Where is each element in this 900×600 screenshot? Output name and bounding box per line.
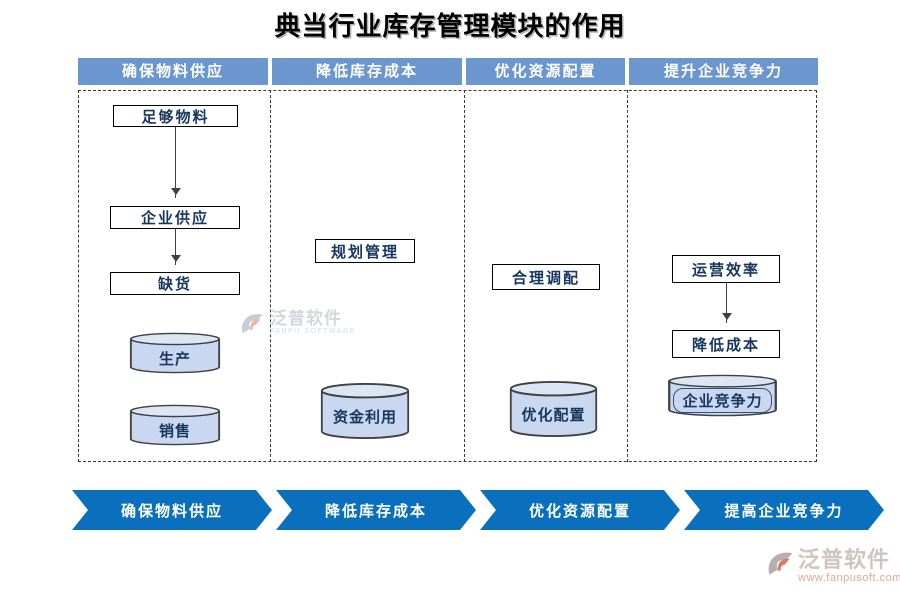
chevron-reduce-cost: 降低库存成本 xyxy=(276,490,476,530)
cylinder-label: 资金利用 xyxy=(332,408,397,426)
column-divider xyxy=(627,90,628,462)
cylinder-label: 生产 xyxy=(158,350,191,368)
flow-box-operating-efficiency: 运营效率 xyxy=(672,255,780,283)
cylinder-label: 优化配置 xyxy=(521,406,586,424)
column-divider xyxy=(464,90,465,462)
flow-box-enterprise-supply: 企业供应 xyxy=(110,206,240,229)
cylinder-capital-use: 资金利用 xyxy=(320,382,410,440)
watermark-name: 泛普软件 xyxy=(270,309,342,328)
cylinder-competitiveness: 企业竞争力 xyxy=(667,374,778,417)
fanpu-logo-icon xyxy=(242,314,263,334)
flow-box-shortage: 缺货 xyxy=(110,272,240,295)
column-header-competitiveness: 提升企业竞争力 xyxy=(629,58,818,85)
flow-box-planning: 规划管理 xyxy=(315,239,415,263)
cylinder-shape xyxy=(509,380,598,438)
down-arrow xyxy=(170,229,181,265)
chevron-optimize-resources: 优化资源配置 xyxy=(480,490,680,530)
fanpu-logo-icon xyxy=(768,552,793,575)
column-header-optimize-resources: 优化资源配置 xyxy=(466,58,625,85)
chevron-improve-competitiveness: 提高企业竞争力 xyxy=(684,490,884,530)
column-header-reduce-cost: 降低库存成本 xyxy=(272,58,462,85)
cylinder-shape xyxy=(668,374,777,417)
chevron-ensure-supply: 确保物料供应 xyxy=(72,490,272,530)
flow-box-allocation: 合理调配 xyxy=(492,264,600,290)
watermark-subtitle: FANPU SOFTWARE xyxy=(270,328,356,335)
column-header-ensure-supply: 确保物料供应 xyxy=(78,58,268,85)
cylinder-shape xyxy=(129,404,221,446)
logo-url: www.fanpusoft.com xyxy=(798,572,900,584)
flow-box-lower-cost: 降低成本 xyxy=(672,330,780,358)
dashed-frame xyxy=(78,90,817,462)
logo-name: 泛普软件 xyxy=(798,547,891,572)
cylinder-label: 企业竞争力 xyxy=(667,384,778,417)
watermark: 泛普软件 FANPU SOFTWARE xyxy=(238,310,356,338)
page-title: 典当行业库存管理模块的作用 xyxy=(274,12,626,41)
fanpu-logo: 泛普软件 www.fanpusoft.com xyxy=(764,548,900,584)
cylinder-shape xyxy=(320,382,410,440)
cylinder-shape xyxy=(129,332,221,374)
column-divider xyxy=(270,90,271,462)
down-arrow xyxy=(170,127,181,198)
cylinder-label: 销售 xyxy=(158,422,191,440)
down-arrow xyxy=(721,283,732,323)
cylinder-production: 生产 xyxy=(129,332,221,374)
cylinder-sales: 销售 xyxy=(129,404,221,446)
cylinder-optimized-config: 优化配置 xyxy=(509,380,598,438)
flow-box-enough-material: 足够物料 xyxy=(113,105,238,127)
